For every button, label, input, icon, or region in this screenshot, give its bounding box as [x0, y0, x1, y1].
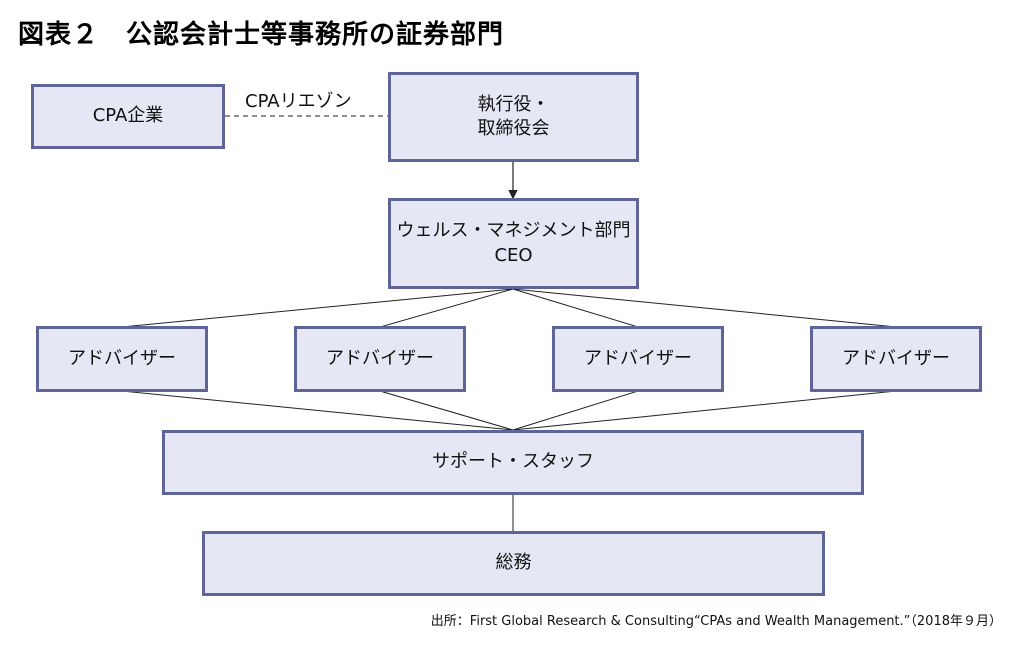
- wealth-management-line-1: ウェルス・マネジメント部門: [396, 220, 631, 242]
- wealth-management-box: ウェルス・マネジメント部門 CEO: [388, 198, 639, 289]
- wealth-to-advisor-1-line: [121, 288, 514, 328]
- advisor-box-2: アドバイザー: [294, 326, 466, 392]
- wealth-to-advisor-4-line: [512, 288, 897, 328]
- executive-line-2: 取締役会: [477, 118, 550, 139]
- executive-board-box: 執行役・ 取締役会: [388, 72, 639, 162]
- wealth-management-line-2: CEO: [494, 244, 533, 266]
- advisor-box-1: アドバイザー: [36, 326, 208, 392]
- advisor-3-to-support-line: [512, 390, 639, 431]
- cpa-firm-box: CPA企業: [31, 84, 225, 149]
- advisor-box-3: アドバイザー: [552, 326, 724, 392]
- general-affairs-label: 総務: [495, 552, 532, 574]
- wealth-to-advisor-3-line: [512, 288, 639, 328]
- executive-line-1: 執行役・: [477, 93, 550, 115]
- advisor-4-to-support-line: [512, 390, 897, 431]
- support-staff-label: サポート・スタッフ: [432, 451, 594, 473]
- advisor-label: アドバイザー: [842, 347, 950, 369]
- advisor-box-4: アドバイザー: [810, 326, 982, 392]
- advisor-2-to-support-line: [379, 390, 514, 431]
- cpa-liaison-label: CPAリエゾン: [245, 91, 352, 112]
- advisor-label: アドバイザー: [326, 347, 434, 369]
- advisor-label: アドバイザー: [584, 347, 692, 369]
- support-staff-box: サポート・スタッフ: [162, 430, 864, 495]
- advisor-1-to-support-line: [121, 390, 514, 431]
- general-affairs-box: 総務: [202, 531, 825, 596]
- cpa-firm-label: CPA企業: [92, 105, 164, 127]
- diagram-title: 図表２ 公認会計士等事務所の証券部門: [18, 20, 505, 50]
- wealth-to-advisor-2-line: [379, 288, 514, 328]
- source-note: 出所：First Global Research & Consulting“CP…: [430, 614, 1002, 629]
- advisor-label: アドバイザー: [68, 347, 176, 369]
